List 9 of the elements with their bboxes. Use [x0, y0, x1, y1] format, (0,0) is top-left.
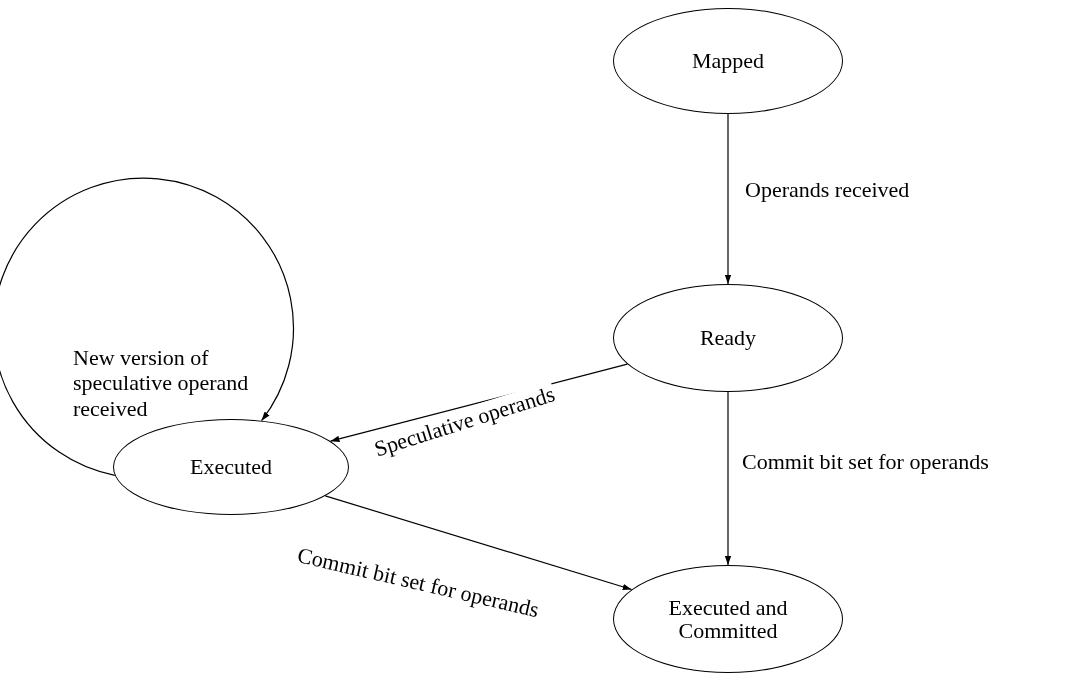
arrow [724, 391, 732, 566]
state-label: Ready [699, 326, 757, 350]
edge-label: New version of speculative operand received [73, 345, 250, 421]
arrow [724, 113, 732, 285]
arrow [0, 177, 295, 476]
state-label: Executed [190, 455, 272, 479]
state-label: Mapped [691, 49, 765, 73]
state-label: Executed and Committed [667, 595, 789, 643]
arrow [324, 495, 633, 591]
